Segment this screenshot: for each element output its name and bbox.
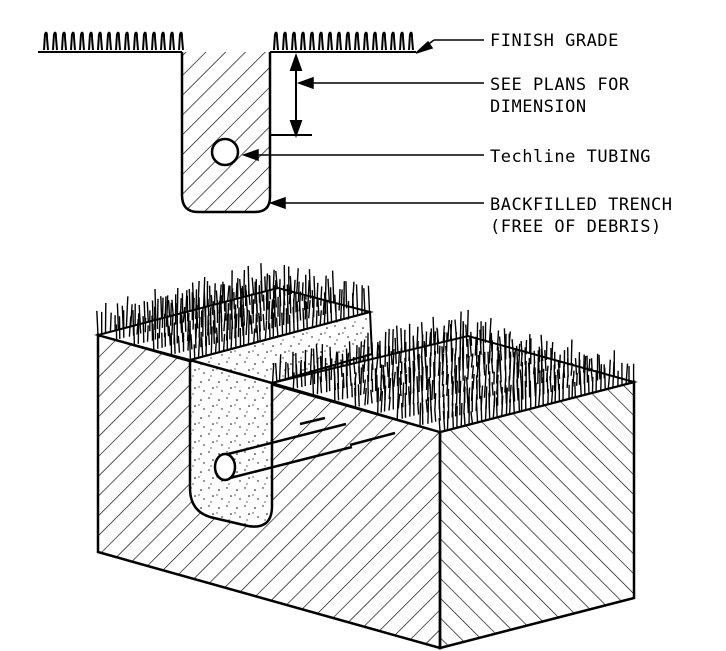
trench-section [180, 52, 272, 214]
label-finish-grade: FINISH GRADE [490, 31, 619, 51]
section-view: FINISH GRADE SEE PLANS FOR DIMENSION Tec… [38, 31, 673, 237]
isometric-view [94, 263, 638, 650]
grass-blades-iso [96, 263, 635, 433]
grass-tufts-top [43, 31, 414, 51]
tubing-section-circle [210, 137, 240, 167]
label-backfill-1: BACKFILLED TRENCH [490, 195, 673, 215]
label-tubing: Techline TUBING [490, 147, 651, 167]
tubing-iso [213, 416, 396, 482]
label-backfill-2: (FREE OF DEBRIS) [490, 217, 662, 237]
label-see-plans-1: SEE PLANS FOR [490, 75, 630, 95]
depth-dimension-arrow [270, 53, 312, 138]
leader-lines [241, 39, 484, 210]
label-see-plans-2: DIMENSION [490, 97, 587, 117]
